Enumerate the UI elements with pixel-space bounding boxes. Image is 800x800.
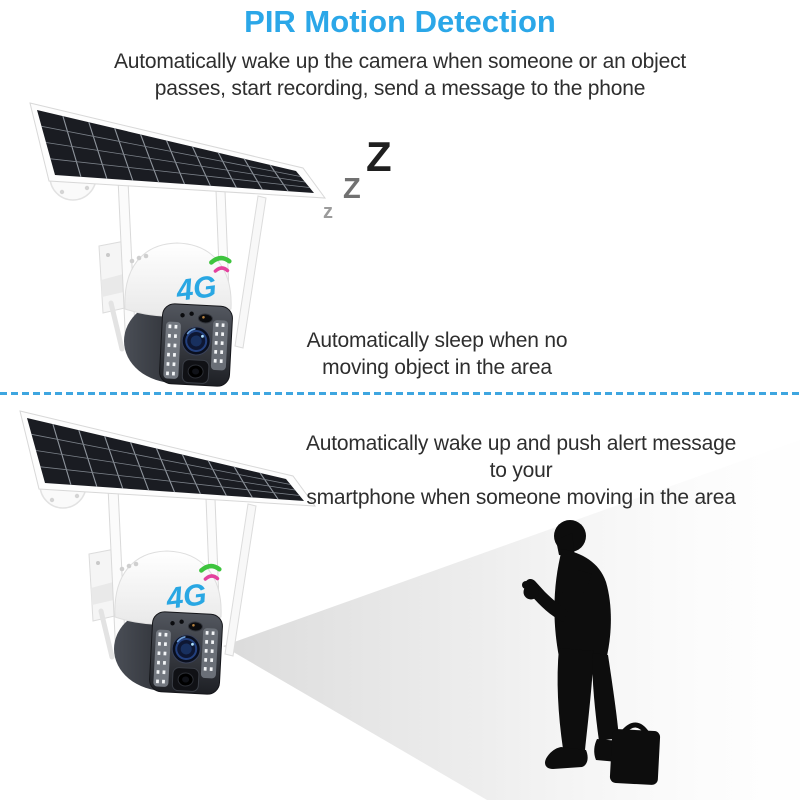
section-divider (0, 392, 800, 395)
sleep-z-medium-icon: Z (343, 173, 361, 205)
intro-description: Automatically wake up the camera when so… (0, 48, 800, 102)
briefcase-silhouette (609, 722, 661, 785)
sleep-z-small-icon: z (323, 201, 333, 223)
wake-caption-line-1: Automatically wake up and push alert mes… (305, 432, 737, 482)
sleep-caption-line-2: moving object in the area (322, 356, 552, 379)
wake-caption: Automatically wake up and push alert mes… (296, 430, 746, 511)
sleep-caption: Automatically sleep when no moving objec… (237, 327, 637, 381)
intro-line-1: Automatically wake up the camera when so… (113, 50, 687, 73)
sleep-z-large-icon: Z (366, 133, 392, 180)
sleep-caption-line-1: Automatically sleep when no (306, 329, 568, 352)
person-silhouette (522, 520, 625, 769)
wake-caption-line-2: smartphone when someone moving in the ar… (306, 486, 736, 509)
intro-line-2: passes, start recording, send a message … (154, 77, 646, 100)
detection-cone (223, 440, 800, 800)
page-title: PIR Motion Detection (244, 4, 556, 39)
